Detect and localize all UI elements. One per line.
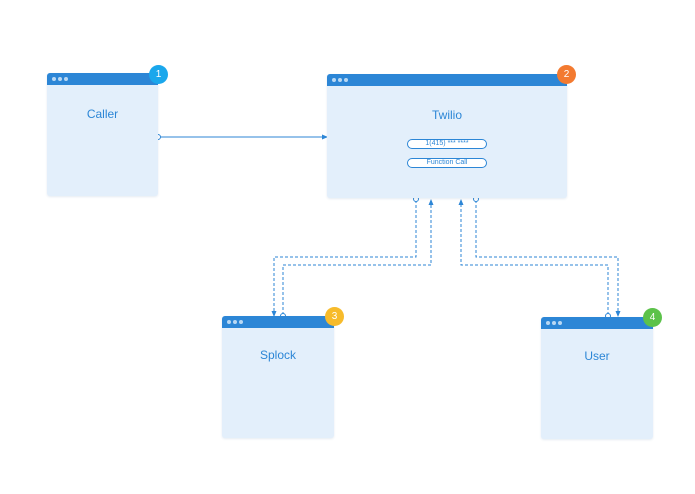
- window-dots-icon: [227, 320, 243, 324]
- splock-titlebar: [222, 316, 334, 328]
- caller-titlebar: [47, 73, 158, 85]
- twilio-to-splock-line: [273, 200, 417, 313]
- user-to-twilio-line: [460, 203, 609, 315]
- user-window[interactable]: User: [541, 317, 653, 439]
- caller-title: Caller: [86, 107, 119, 121]
- twilio-window[interactable]: Twilio 1(415) *** **** Function Call: [327, 74, 567, 198]
- user-title: User: [584, 349, 610, 363]
- user-titlebar: [541, 317, 653, 329]
- twilio-phone-number-pill: 1(415) *** ****: [407, 139, 487, 149]
- twilio-step-badge: 2: [557, 65, 576, 84]
- twilio-titlebar: [327, 74, 567, 86]
- user-step-badge: 4: [643, 308, 662, 327]
- window-dots-icon: [332, 78, 348, 82]
- twilio-to-user-arrow: [615, 311, 621, 317]
- caller-to-twilio-arrow: [322, 134, 328, 140]
- twilio-function-call-pill[interactable]: Function Call: [407, 158, 487, 168]
- splock-to-twilio-arrow: [428, 199, 434, 205]
- splock-title: Splock: [259, 348, 297, 362]
- window-dots-icon: [52, 77, 68, 81]
- twilio-title: Twilio: [431, 108, 462, 122]
- twilio-to-splock-arrow: [271, 311, 277, 317]
- window-dots-icon: [546, 321, 562, 325]
- caller-step-badge: 1: [149, 65, 168, 84]
- splock-to-twilio-line: [282, 203, 432, 315]
- caller-window[interactable]: Caller: [47, 73, 158, 196]
- twilio-to-user-line: [475, 200, 619, 313]
- user-to-twilio-arrow: [458, 199, 464, 205]
- splock-window[interactable]: Splock: [222, 316, 334, 438]
- splock-step-badge: 3: [325, 307, 344, 326]
